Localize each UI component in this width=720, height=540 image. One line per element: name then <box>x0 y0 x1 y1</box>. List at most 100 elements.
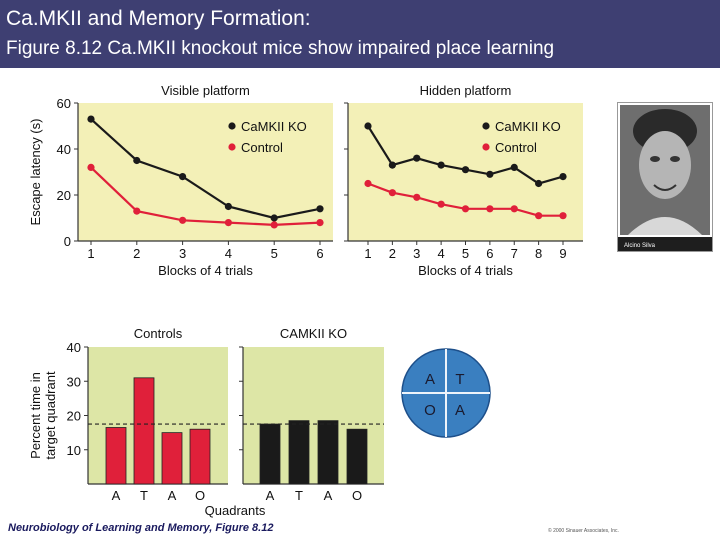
x-tick-label: 1 <box>364 246 371 261</box>
quadrant-label: A <box>425 371 435 388</box>
data-point <box>179 173 187 181</box>
data-point <box>437 161 445 169</box>
data-point <box>388 161 396 169</box>
quadrant-label: T <box>455 371 464 388</box>
data-point <box>364 179 372 188</box>
data-point <box>224 202 232 211</box>
x-tick-label: 7 <box>511 246 518 261</box>
x-tick-label: 6 <box>486 246 493 261</box>
x-tick-label: 3 <box>413 246 420 261</box>
y-tick-label: 60 <box>57 96 71 111</box>
x-tick-label: 1 <box>87 246 94 261</box>
series-line <box>90 166 321 227</box>
data-point <box>461 205 470 213</box>
photo-caption: Alcino Silva <box>624 243 656 249</box>
series-line <box>90 118 321 220</box>
x-axis-label: Blocks of 4 trials <box>418 263 513 278</box>
researcher-photo: Alcino Silva <box>617 102 713 252</box>
x-tick-label: 5 <box>462 246 469 261</box>
data-point <box>486 170 494 178</box>
x-tick-label: 9 <box>559 246 566 261</box>
bar <box>161 432 183 485</box>
x-axis-label: Blocks of 4 trials <box>158 263 253 278</box>
y-tick-label: 40 <box>57 142 71 157</box>
x-tick-label: T <box>140 488 148 503</box>
bar <box>288 420 310 485</box>
y-tick-label: 20 <box>57 188 71 203</box>
data-point <box>224 219 232 227</box>
legend-label: Control <box>241 140 283 155</box>
legend-marker <box>228 143 236 151</box>
x-tick-label: 6 <box>316 246 323 261</box>
page-subtitle: Figure 8.12 Ca.MKII knockout mice show i… <box>6 38 555 59</box>
x-tick-label: A <box>112 488 121 503</box>
x-tick-label: A <box>168 488 177 503</box>
legend-label: CaMKII KO <box>495 119 561 134</box>
y-tick-label: 40 <box>67 340 81 355</box>
title-bar: Ca.MKII and Memory Formation: Figure 8.1… <box>0 0 720 68</box>
data-point <box>133 156 141 165</box>
legend-label: CaMKII KO <box>241 119 307 134</box>
y-axis-label: Escape latency (s) <box>28 119 43 226</box>
legend-marker <box>228 122 236 130</box>
data-point <box>270 214 278 222</box>
bar <box>259 423 281 485</box>
data-point <box>413 154 421 162</box>
data-point <box>510 205 518 213</box>
x-tick-label: T <box>295 488 303 503</box>
data-point <box>510 163 518 171</box>
legend-marker <box>482 143 490 151</box>
legend-marker <box>482 122 490 130</box>
quadrant-label: O <box>424 402 436 419</box>
chart-title: CAMKII KO <box>280 326 347 341</box>
x-tick-label: 2 <box>389 246 396 261</box>
data-point <box>559 212 567 220</box>
data-point <box>559 173 567 181</box>
x-tick-label: 2 <box>133 246 140 261</box>
bar <box>133 377 155 485</box>
x-tick-label: O <box>352 488 362 503</box>
data-point <box>87 115 95 123</box>
x-tick-label: 4 <box>438 246 445 261</box>
x-tick-label: A <box>324 488 333 503</box>
x-tick-label: 4 <box>225 246 232 261</box>
data-point <box>486 205 494 213</box>
data-point <box>461 166 470 174</box>
figure-caption: Neurobiology of Learning and Memory, Fig… <box>8 522 274 534</box>
chart-title: Hidden platform <box>420 83 512 98</box>
bar <box>105 427 127 485</box>
data-point <box>179 216 187 224</box>
data-point <box>316 219 324 227</box>
chart-title: Visible platform <box>161 83 250 98</box>
data-point <box>437 200 445 208</box>
data-point <box>535 212 543 220</box>
bar <box>317 420 339 485</box>
data-point <box>133 207 141 215</box>
legend-label: Control <box>495 140 537 155</box>
data-point <box>388 189 396 197</box>
y-tick-label: 10 <box>67 443 81 458</box>
y-tick-label: 20 <box>67 409 81 424</box>
data-point <box>413 193 421 201</box>
x-tick-label: 5 <box>271 246 278 261</box>
y-axis-label: Percent time in <box>28 372 43 459</box>
x-tick-label: 8 <box>535 246 542 261</box>
x-tick-label: 3 <box>179 246 186 261</box>
y-axis-label: target quadrant <box>43 371 58 460</box>
plot-area <box>78 103 333 241</box>
bar <box>189 428 211 485</box>
chart-title: Controls <box>134 326 183 341</box>
data-point <box>535 179 543 188</box>
x-tick-label: O <box>195 488 205 503</box>
y-tick-label: 30 <box>67 374 81 389</box>
data-point <box>316 205 324 213</box>
copyright-text: © 2000 Sinauer Associates, Inc. <box>548 528 619 534</box>
y-tick-label: 0 <box>64 234 71 249</box>
data-point <box>270 221 278 229</box>
x-tick-label: A <box>266 488 275 503</box>
x-axis-label: Quadrants <box>205 503 266 518</box>
portrait-image: Alcino Silva <box>618 105 712 251</box>
bar <box>346 428 368 485</box>
quadrant-label: A <box>455 402 465 419</box>
